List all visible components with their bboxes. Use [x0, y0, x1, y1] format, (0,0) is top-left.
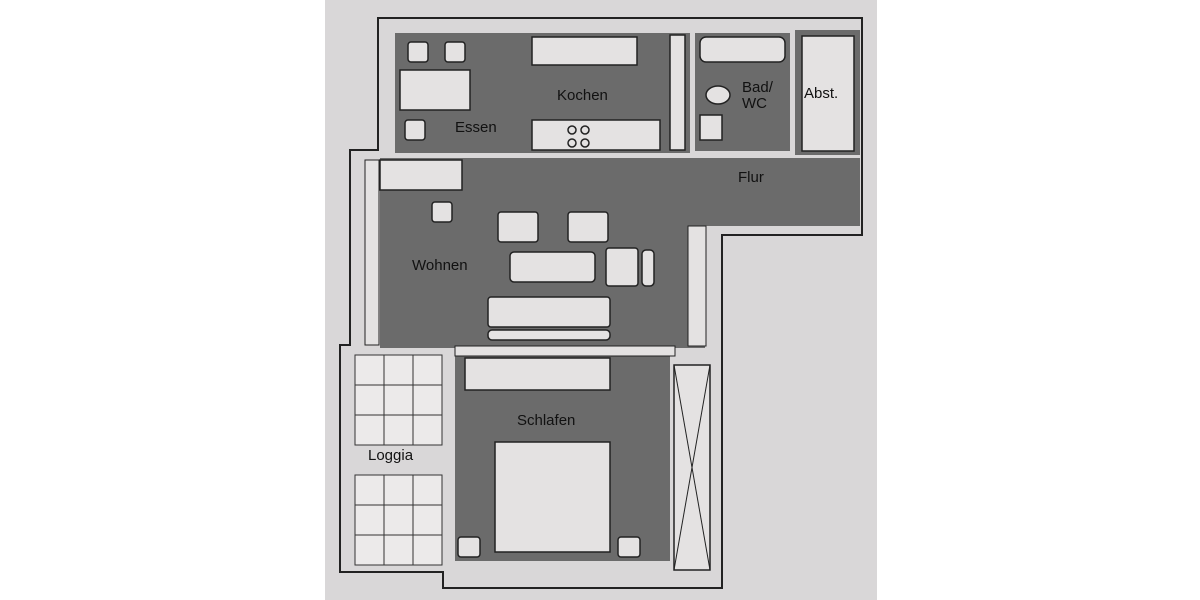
window-wall	[364, 159, 380, 346]
label-loggia: Loggia	[368, 447, 414, 464]
loggia-tile	[354, 504, 385, 536]
closet	[673, 364, 711, 571]
loggia-tile	[354, 534, 385, 566]
loggia-tile	[383, 534, 414, 566]
stove-icon	[567, 125, 577, 135]
toilet	[705, 85, 731, 105]
kitchen-counter	[531, 119, 661, 151]
label-wc: WC	[742, 95, 767, 112]
loggia-tile	[412, 384, 443, 416]
loggia-tile	[412, 534, 443, 566]
wall-schlafen	[454, 345, 676, 357]
label-essen: Essen	[455, 119, 497, 136]
loggia-tile	[412, 354, 443, 386]
label-kochen: Kochen	[557, 87, 608, 104]
loggia-tile	[354, 354, 385, 386]
sideboard	[379, 159, 463, 191]
loggia-tile	[354, 414, 385, 446]
loggia-tile	[412, 504, 443, 536]
loggia-tile	[412, 474, 443, 506]
outer-wall	[339, 17, 863, 589]
loggia-tile	[383, 354, 414, 386]
label-bad: Bad/	[742, 79, 774, 96]
sink	[699, 114, 723, 141]
loggia-tile	[354, 474, 385, 506]
loggia-tile	[383, 384, 414, 416]
sofa	[487, 296, 611, 328]
loggia-tile	[383, 474, 414, 506]
dining-table	[399, 69, 471, 111]
kitchen-wall	[669, 34, 686, 151]
wardrobe	[464, 357, 611, 391]
loggia-tiles	[354, 354, 443, 566]
loggia-tile	[412, 414, 443, 446]
label-abst: Abst.	[804, 85, 838, 102]
loggia-tile	[383, 504, 414, 536]
label-flur: Flur	[738, 169, 764, 186]
label-wohnen: Wohnen	[412, 257, 468, 274]
armchair	[497, 211, 539, 243]
double-bed	[494, 441, 611, 553]
coffee-table	[509, 251, 596, 283]
wall-right	[687, 225, 707, 347]
chair	[407, 41, 429, 63]
bathtub	[699, 36, 786, 63]
label-schlafen: Schlafen	[517, 412, 575, 429]
loggia-tile	[354, 384, 385, 416]
abst-shelf	[801, 35, 855, 152]
loggia-tile	[383, 414, 414, 446]
kitchen-counter-top	[531, 36, 638, 66]
